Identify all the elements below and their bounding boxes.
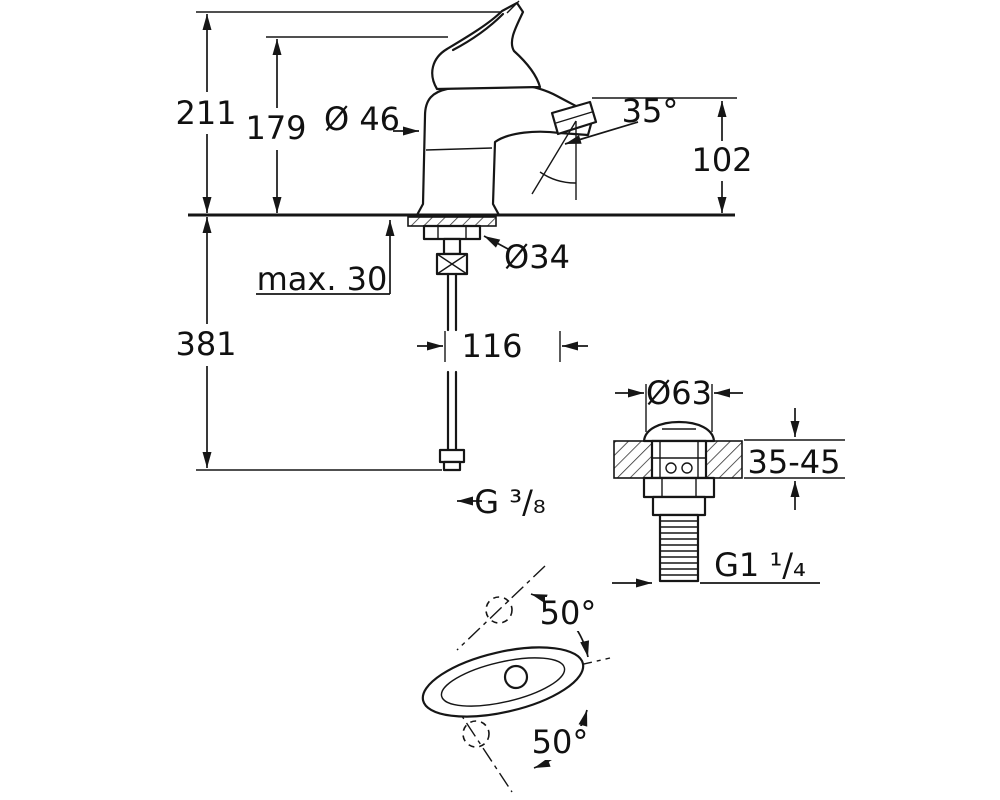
label-projection: 116 [461,327,522,365]
label-max-mounting-thickness: max. 30 [257,260,388,298]
supply-hose [438,272,466,472]
label-supply-thread: G ³/₈ [474,483,545,521]
label-handle-swing-up: 50° [540,594,597,632]
label-height-to-deck: 179 [245,109,306,147]
label-total-height: 211 [175,94,236,132]
label-spout-angle: 35° [622,92,679,130]
dimension-labels: 211 179 Ø 46 35° 102 max. 30 Ø34 381 116… [175,92,840,761]
label-handle-swing-down: 50° [532,723,589,761]
drain-fitting-section-view [613,420,743,583]
handle-rotation-top-view [421,565,611,793]
dimension-lines [188,11,845,588]
label-drain-thread: G1 ¹/₄ [714,546,806,584]
label-spout-height: 102 [691,141,752,179]
faucet-side-view [415,0,598,217]
mounting-hardware [407,216,497,276]
label-drain-flange-diameter: Ø63 [646,374,712,412]
label-drain-mounting-range: 35-45 [748,443,841,481]
label-hole-diameter: Ø34 [504,238,570,276]
label-body-diameter: Ø 46 [324,100,400,138]
label-hose-length: 381 [175,325,236,363]
